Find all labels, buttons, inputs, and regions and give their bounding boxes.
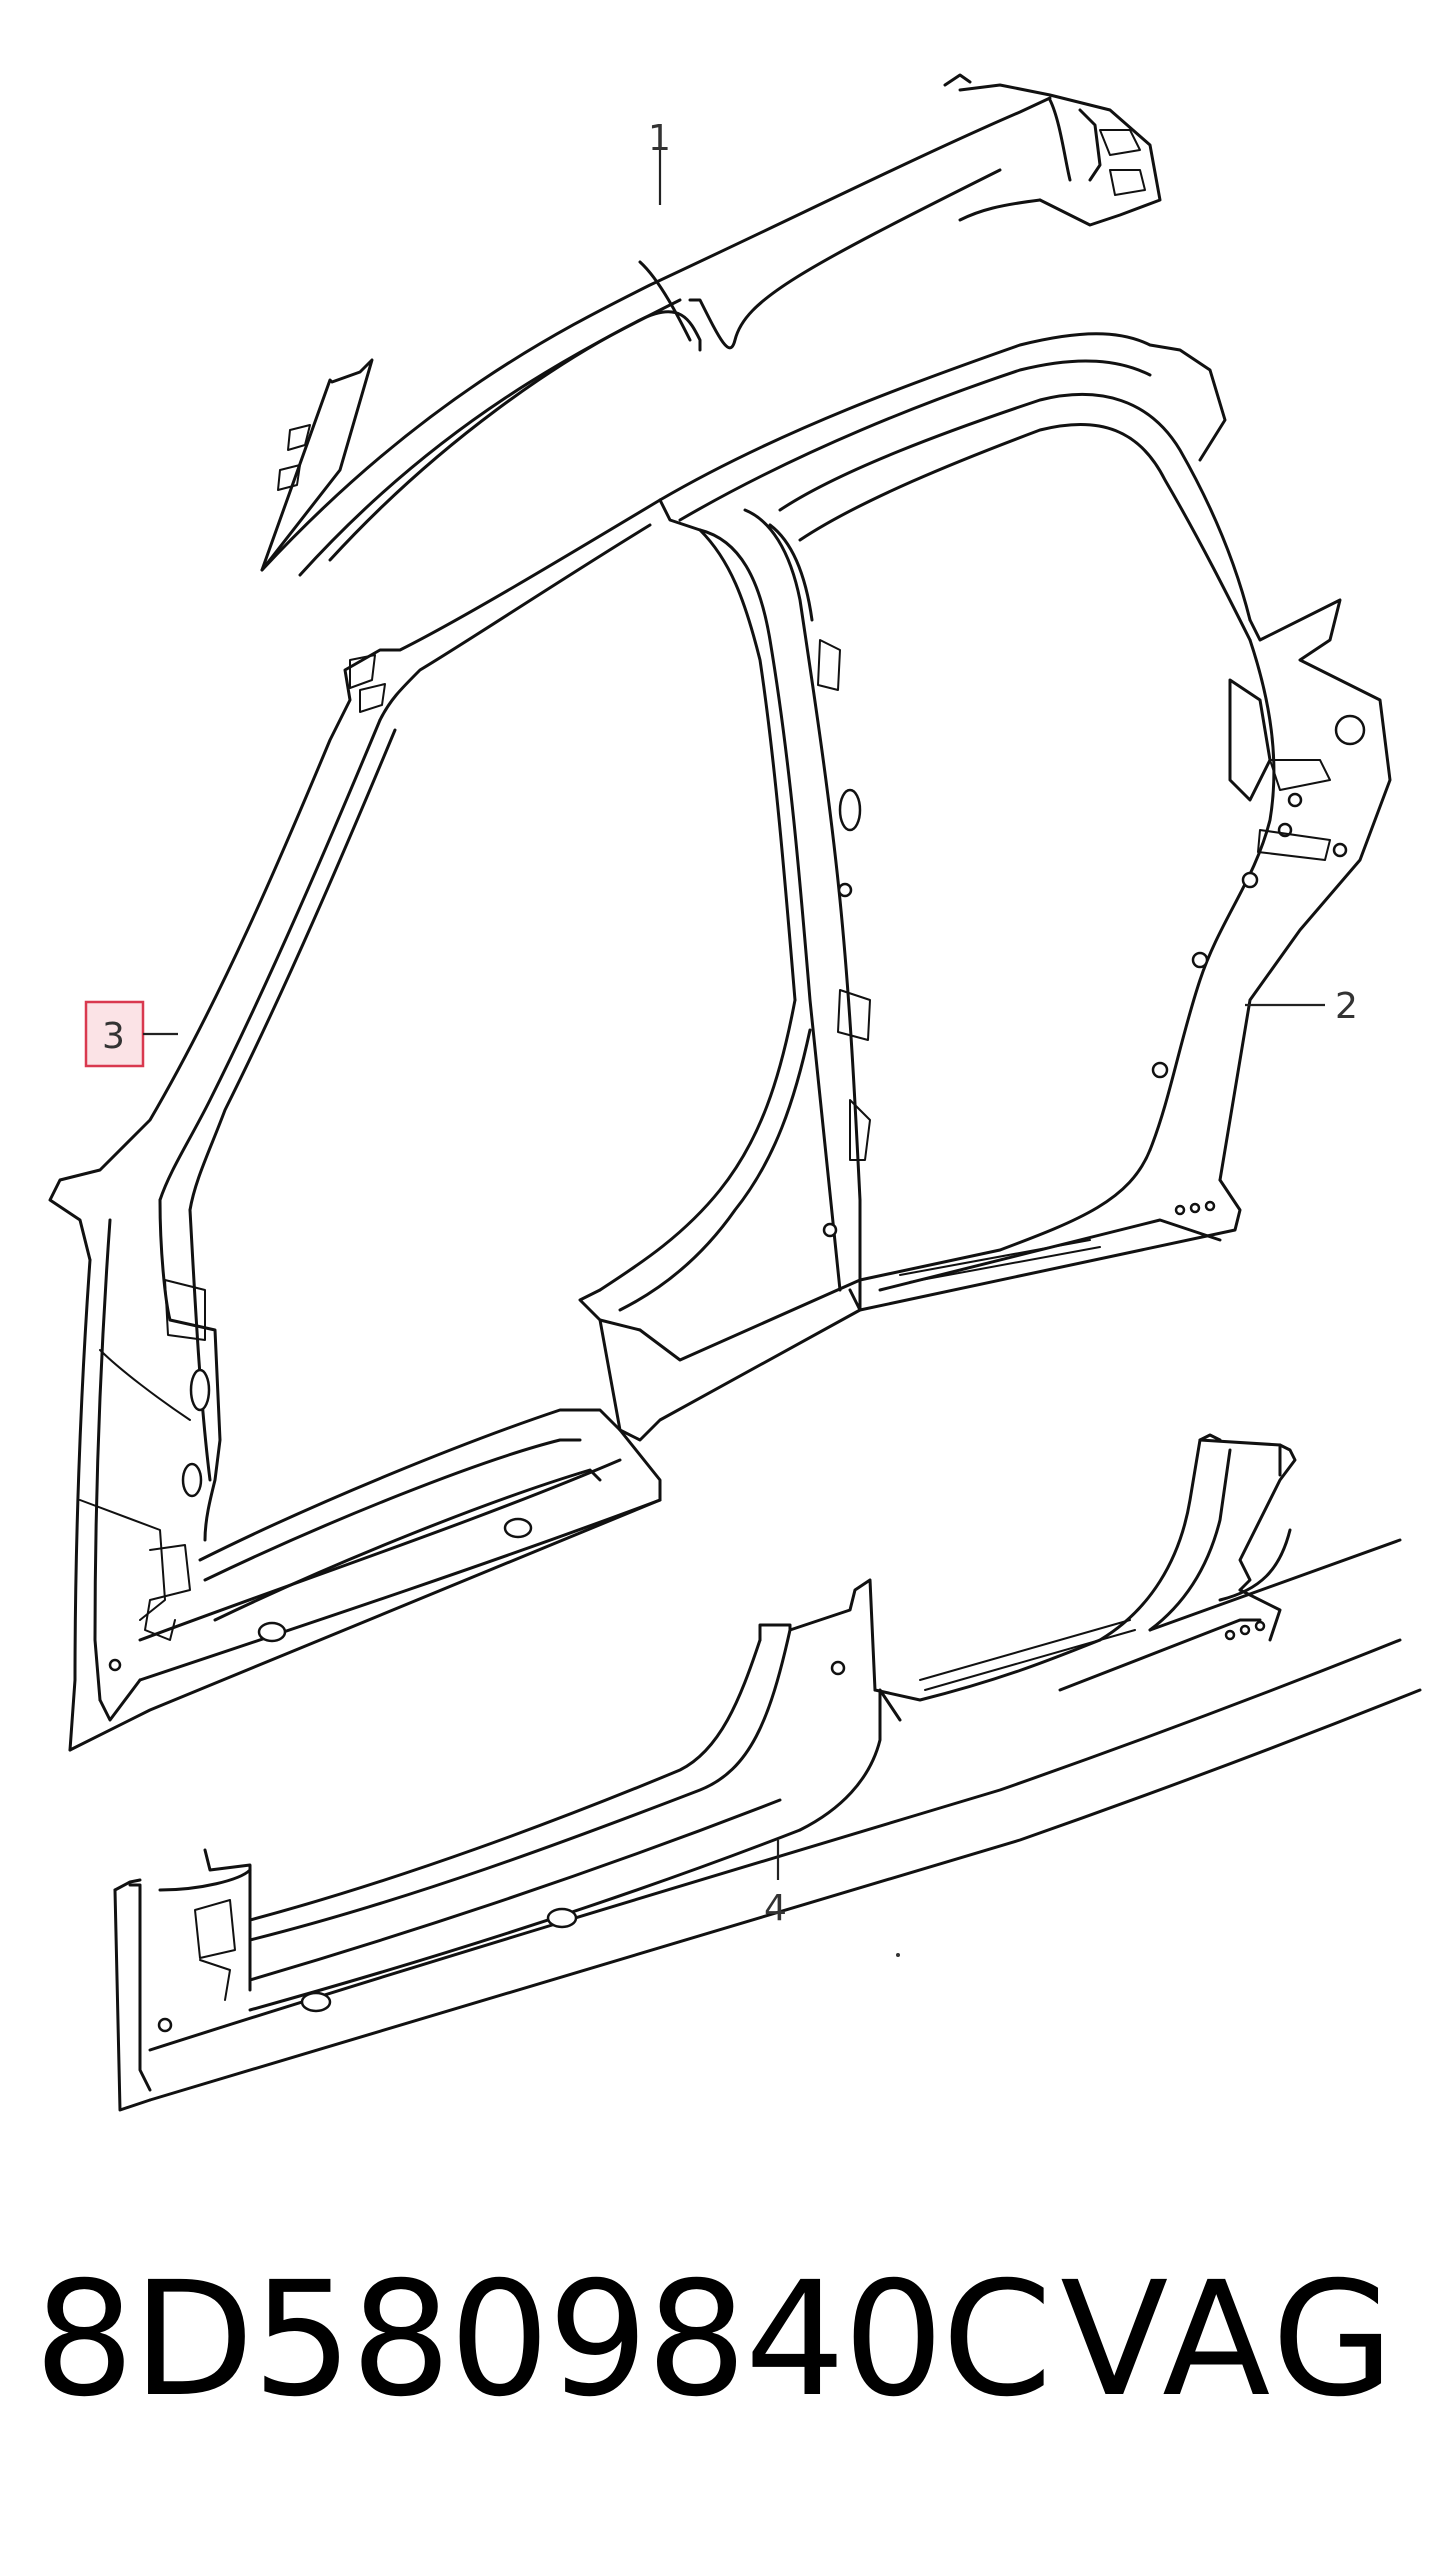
brand-name: VAG <box>1060 2248 1398 2432</box>
callout-1-label: 1 <box>648 118 671 159</box>
callout-3-label: 3 <box>102 1016 125 1057</box>
stray-dot <box>896 1953 900 1957</box>
callout-3[interactable]: 3 <box>84 1000 178 1068</box>
parts-exploded-diagram: 1 2 3 4 <box>48 73 1422 2112</box>
callout-1: 1 <box>648 118 671 205</box>
callout-2-label: 2 <box>1335 986 1358 1027</box>
sill-part <box>113 1433 1422 2112</box>
callout-4: 4 <box>764 1840 787 1929</box>
part-number: 8D5809840C <box>34 2248 1052 2432</box>
a-pillar-part <box>48 498 662 1752</box>
callout-2: 2 <box>1245 986 1358 1027</box>
side-panel-part <box>578 332 1392 1442</box>
callout-4-label: 4 <box>764 1888 787 1929</box>
roof-rail-part <box>260 73 1162 577</box>
footer: 8D5809840C VAG <box>0 2240 1434 2440</box>
